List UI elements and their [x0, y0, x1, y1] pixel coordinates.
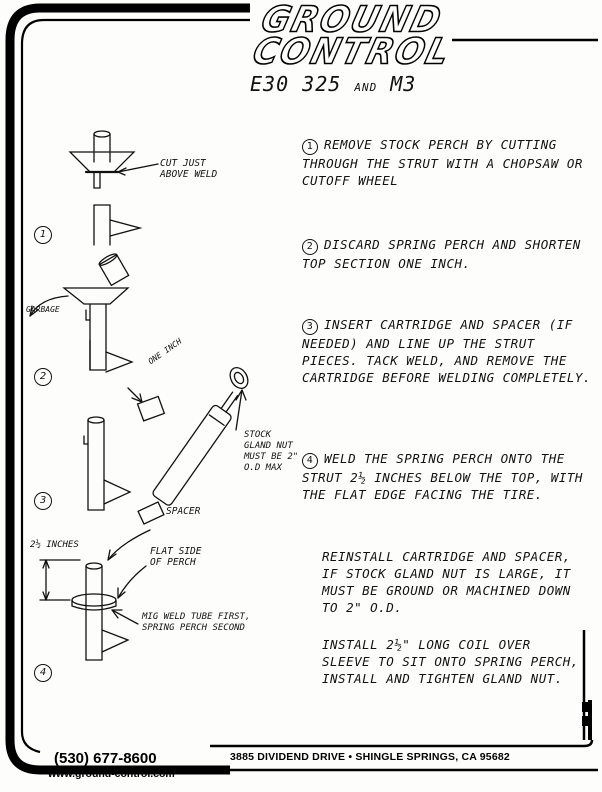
model-title: E30 325 AND M3 — [250, 72, 416, 96]
stock-gland-label: STOCK GLAND NUT MUST BE 2" O.D MAX — [244, 430, 299, 473]
step-3-number: 3 — [302, 319, 318, 335]
step-2-number: 2 — [302, 239, 318, 255]
spacer-label: SPACER — [166, 506, 201, 517]
diagram-2-strut — [29, 253, 134, 373]
mig-weld-label: MIG WELD TUBE FIRST, SPRING PERCH SECOND — [142, 612, 251, 633]
diagram-number-2: 2 — [34, 368, 52, 386]
diagram-3-strut — [83, 367, 249, 561]
diagram-number-1: 1 — [34, 226, 52, 244]
step-1-text: REMOVE STOCK PERCH BY CUTTING THROUGH TH… — [302, 137, 583, 188]
cut-label: CUT JUST ABOVE WELD — [160, 158, 218, 180]
diagram-number-4: 4 — [34, 664, 52, 682]
diagram-1-strut — [68, 130, 159, 246]
model-name: E30 325 — [250, 72, 342, 96]
step-1-number: 1 — [302, 139, 318, 155]
step-3-text: INSERT CARTRIDGE AND SPACER (IF NEEDED) … — [302, 317, 591, 385]
model-and: AND — [354, 81, 378, 94]
inches-label: 2½ INCHES — [30, 540, 79, 550]
garbage-label: GARBAGE — [26, 305, 60, 314]
step-2-text: DISCARD SPRING PERCH AND SHORTEN TOP SEC… — [302, 237, 581, 271]
step-4-text: WELD THE SPRING PERCH ONTO THE STRUT 2½ … — [302, 451, 583, 502]
footer-website: www.ground-control.com — [48, 768, 175, 780]
footer-address: 3885 DIVIDEND DRIVE • SHINGLE SPRINGS, C… — [230, 751, 510, 763]
one-inch-piece — [127, 387, 166, 422]
diagram-4-strut — [39, 559, 147, 661]
step-4-number: 4 — [302, 453, 318, 469]
flat-side-label: FLAT SIDE OF PERCH — [150, 546, 202, 568]
model-name-2: M3 — [390, 72, 417, 96]
note-install: INSTALL 2½" LONG COIL OVER SLEEVE TO SIT… — [322, 637, 579, 686]
footer-phone: (530) 677-8600 — [54, 750, 157, 767]
note-reinstall: REINSTALL CARTRIDGE AND SPACER, IF STOCK… — [322, 549, 571, 615]
diagram-number-3: 3 — [34, 492, 52, 510]
